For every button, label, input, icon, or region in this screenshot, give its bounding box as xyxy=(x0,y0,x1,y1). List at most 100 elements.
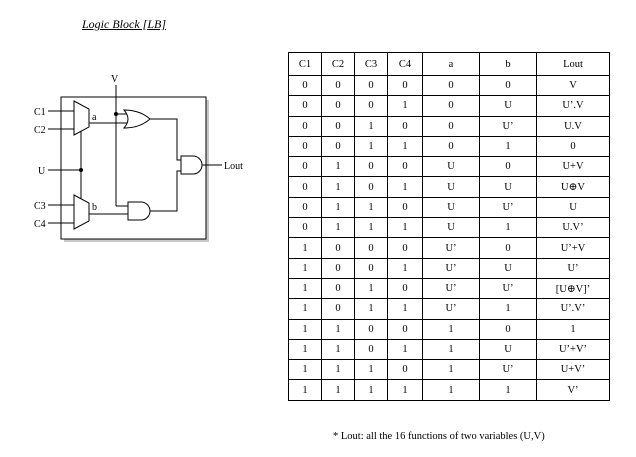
table-cell: 0 xyxy=(354,176,388,198)
table-cell: 0 xyxy=(354,156,388,178)
table-cell: U’ xyxy=(479,277,537,300)
table-cell: 0 xyxy=(288,115,322,137)
label-u: U xyxy=(38,166,46,177)
table-cell: 1 xyxy=(354,217,388,239)
table-cell: 0 xyxy=(321,74,355,97)
table-cell: 1 xyxy=(321,196,355,219)
table-cell: U xyxy=(422,156,480,178)
table-cell: 0 xyxy=(321,298,355,320)
table-cell: U’ xyxy=(422,298,480,320)
table-cell: 1 xyxy=(422,359,480,381)
table-cell: 1 xyxy=(288,298,322,320)
table-cell: 1 xyxy=(288,318,322,340)
table-cell: 1 xyxy=(387,379,423,401)
mux-a xyxy=(73,100,90,136)
table-cell: V xyxy=(536,74,610,97)
table-cell: 1 xyxy=(354,115,388,137)
table-cell: 1 xyxy=(422,318,480,340)
junction-u xyxy=(79,168,83,172)
table-cell: 1 xyxy=(354,298,388,320)
table-header-row: C1 C2 C3 C4 a b Lout xyxy=(288,52,610,76)
table-cell: 1 xyxy=(387,176,423,198)
or-output-wire xyxy=(150,118,181,161)
table-cell: 1 xyxy=(479,135,537,158)
table-cell: U.V xyxy=(536,115,610,137)
table-cell: 1 xyxy=(354,135,388,158)
table-cell: 1 xyxy=(288,257,322,279)
table-cell: 1 xyxy=(321,338,355,361)
table-cell: 0 xyxy=(422,115,480,137)
table-cell: U.V’ xyxy=(536,217,610,239)
table-cell: 0 xyxy=(321,95,355,117)
table-cell: U’ xyxy=(422,277,480,300)
table-cell: U+V xyxy=(536,156,610,178)
table-cell: 0 xyxy=(354,318,388,340)
table-cell: 1 xyxy=(288,359,322,381)
diagram-title: Logic Block [LB] xyxy=(82,17,166,31)
table-cell: U xyxy=(479,95,537,117)
table-cell: 0 xyxy=(321,115,355,137)
table-cell: 1 xyxy=(536,318,610,340)
table-cell: 1 xyxy=(387,95,423,117)
table-cell: 1 xyxy=(422,338,480,361)
column-header: Lout xyxy=(536,52,610,76)
table-cell: 0 xyxy=(321,257,355,279)
column-header: C4 xyxy=(387,52,423,76)
table-cell: 1 xyxy=(387,298,423,320)
table-cell: U xyxy=(479,176,537,198)
label-c3: C3 xyxy=(34,201,46,212)
or-gate xyxy=(122,109,151,129)
table-cell: 0 xyxy=(288,156,322,178)
table-cell: 0 xyxy=(536,135,610,158)
table-cell: U’ xyxy=(422,257,480,279)
table-cell: 0 xyxy=(354,95,388,117)
table-cell: 0 xyxy=(387,196,423,219)
table-cell: 1 xyxy=(288,277,322,300)
label-b: b xyxy=(92,202,97,213)
table-cell: 1 xyxy=(387,338,423,361)
table-cell: 0 xyxy=(479,74,537,97)
table-cell: U’+V’ xyxy=(536,338,610,361)
table-cell: 0 xyxy=(387,237,423,259)
table-cell: 1 xyxy=(422,379,480,401)
table-cell: U’ xyxy=(422,237,480,259)
table-cell: [U⊕V]’ xyxy=(536,277,610,300)
and-output-wire xyxy=(150,170,181,212)
table-cell: 0 xyxy=(288,196,322,219)
table-cell: 0 xyxy=(479,237,537,259)
table-cell: 0 xyxy=(479,318,537,340)
table-cell: U’ xyxy=(479,115,537,137)
table-cell: V’ xyxy=(536,379,610,401)
table-cell: 1 xyxy=(479,217,537,239)
logic-block-outline xyxy=(60,96,207,240)
table-cell: 1 xyxy=(354,379,388,401)
table-cell: 0 xyxy=(422,95,480,117)
table-cell: 1 xyxy=(354,196,388,219)
table-cell: 1 xyxy=(387,135,423,158)
table-cell: 1 xyxy=(288,379,322,401)
column-header: C3 xyxy=(354,52,388,76)
table-cell: 0 xyxy=(288,176,322,198)
logic-block-diagram: V C1 C2 U C3 C4 a b Lout xyxy=(34,74,243,242)
label-c2: C2 xyxy=(34,125,46,136)
table-cell: 1 xyxy=(387,217,423,239)
table-cell: 0 xyxy=(479,156,537,178)
table-cell: 1 xyxy=(321,318,355,340)
table-cell: U xyxy=(422,196,480,219)
table-cell: 1 xyxy=(321,359,355,381)
label-c1: C1 xyxy=(34,107,46,118)
table-cell: U’ xyxy=(479,196,537,219)
table-cell: 0 xyxy=(387,318,423,340)
table-cell: 0 xyxy=(288,217,322,239)
table-cell: 0 xyxy=(422,135,480,158)
table-cell: U xyxy=(479,257,537,279)
